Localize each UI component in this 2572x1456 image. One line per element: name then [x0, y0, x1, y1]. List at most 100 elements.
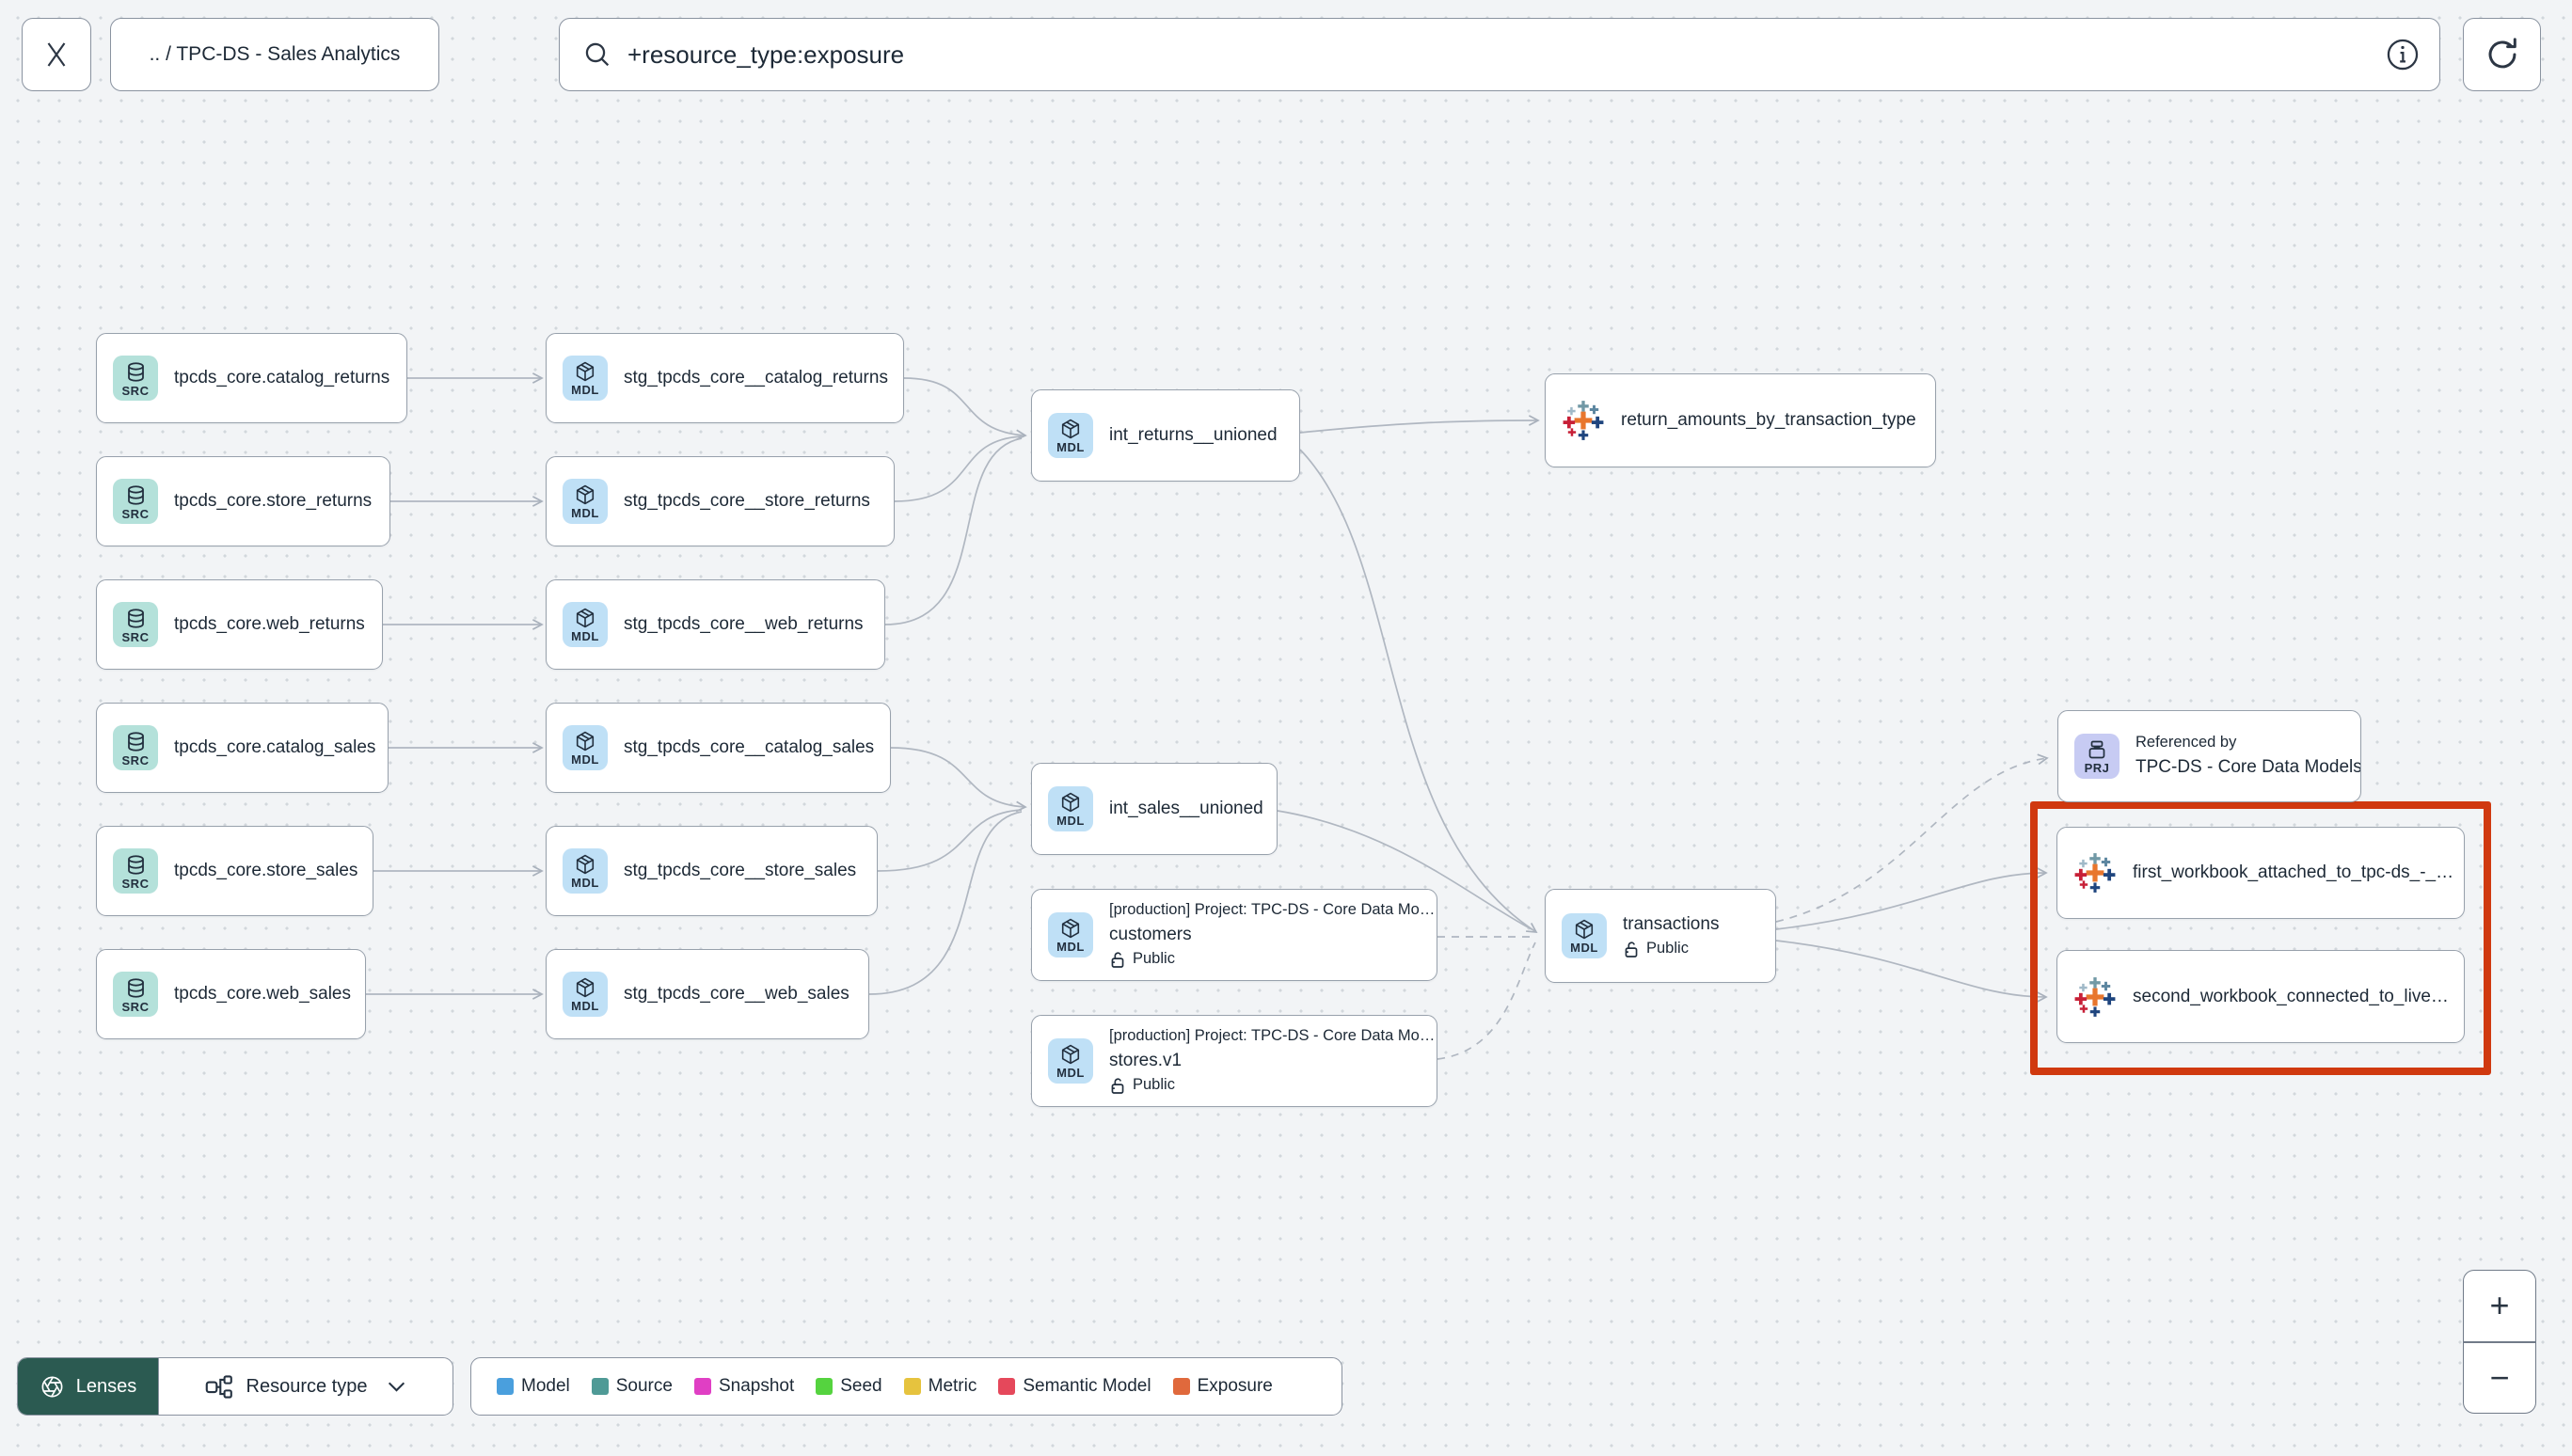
- src-badge: SRC: [113, 972, 158, 1017]
- legend-item-semantic-model: Semantic Model: [998, 1376, 1151, 1397]
- resource-type-icon: [204, 1374, 233, 1400]
- node-stg-store-returns[interactable]: MDL stg_tpcds_core__store_returns: [546, 456, 895, 546]
- breadcrumb-label: .. / TPC-DS - Sales Analytics: [149, 43, 401, 65]
- legend-label: Exposure: [1197, 1376, 1273, 1396]
- breadcrumb[interactable]: .. / TPC-DS - Sales Analytics: [110, 18, 439, 91]
- legend-label: Source: [615, 1376, 673, 1396]
- legend-item-exposure: Exposure: [1172, 1376, 1273, 1397]
- database-icon: [124, 730, 148, 753]
- legend-label: Metric: [928, 1376, 977, 1396]
- node-label: stg_tpcds_core__web_returns: [624, 614, 864, 635]
- zoom-in-button[interactable]: +: [2464, 1271, 2535, 1343]
- node-label: tpcds_core.web_returns: [174, 614, 365, 635]
- lens-controls: Lenses Resource type: [17, 1357, 453, 1416]
- mdl-badge: MDL: [1048, 413, 1093, 458]
- mdl-badge: MDL: [1562, 913, 1607, 958]
- mdl-badge: MDL: [1048, 912, 1093, 957]
- project-icon: [2086, 738, 2108, 761]
- legend-item-snapshot: Snapshot: [693, 1376, 795, 1397]
- legend-swatch: [1172, 1378, 1190, 1395]
- mdl-badge: MDL: [563, 972, 608, 1017]
- node-second-workbook[interactable]: second_workbook_connected_to_live…: [2056, 950, 2465, 1043]
- node-project-reference[interactable]: PRJ Referenced by TPC-DS - Core Data Model…: [2057, 710, 2361, 802]
- node-label: return_amounts_by_transaction_type: [1621, 410, 1916, 431]
- access-label: Public: [1646, 939, 1689, 957]
- node-label: TPC-DS - Core Data Models: [2135, 757, 2361, 778]
- resource-type-label: Resource type: [246, 1375, 368, 1397]
- refresh-button[interactable]: [2463, 18, 2541, 91]
- node-first-workbook[interactable]: first_workbook_attached_to_tpc-ds_-_…: [2056, 827, 2465, 919]
- legend-swatch: [497, 1378, 514, 1395]
- database-icon: [124, 607, 148, 630]
- node-src-store-returns[interactable]: SRC tpcds_core.store_returns: [96, 456, 390, 546]
- lenses-button[interactable]: Lenses: [18, 1358, 158, 1415]
- node-label: stores.v1: [1109, 1051, 1183, 1071]
- node-label: transactions: [1623, 914, 1720, 935]
- prj-badge: PRJ: [2074, 734, 2120, 779]
- legend-item-source: Source: [591, 1376, 673, 1397]
- zoom-out-button[interactable]: −: [2489, 1357, 2510, 1397]
- mdl-badge: MDL: [563, 479, 608, 524]
- access-label: Public: [1133, 1075, 1175, 1093]
- database-icon: [124, 976, 148, 1000]
- mdl-badge: MDL: [1048, 1038, 1093, 1084]
- node-label: tpcds_core.store_returns: [174, 491, 373, 512]
- cube-icon: [1059, 917, 1082, 940]
- src-badge: SRC: [113, 356, 158, 401]
- node-label: int_sales__unioned: [1109, 799, 1263, 819]
- node-label: second_workbook_connected_to_live…: [2133, 986, 2449, 1006]
- aperture-icon: [40, 1374, 65, 1400]
- node-context: Referenced by: [2135, 734, 2237, 752]
- database-icon: [124, 360, 148, 384]
- node-return-amounts-by-transaction-type[interactable]: return_amounts_by_transaction_type: [1545, 373, 1936, 467]
- src-badge: SRC: [113, 479, 158, 524]
- search-bar: [559, 18, 2440, 91]
- lenses-label: Lenses: [75, 1375, 137, 1397]
- cube-icon: [1059, 1043, 1082, 1066]
- node-label: stg_tpcds_core__store_returns: [624, 491, 870, 512]
- unlock-icon: [1109, 950, 1126, 969]
- search-input[interactable]: [627, 40, 2417, 70]
- cube-icon: [1573, 918, 1596, 941]
- node-label: stg_tpcds_core__catalog_returns: [624, 368, 888, 388]
- mdl-badge: MDL: [563, 356, 608, 401]
- src-badge: SRC: [113, 725, 158, 770]
- cube-icon: [1059, 791, 1082, 814]
- legend-item-metric: Metric: [903, 1376, 977, 1397]
- access-label: Public: [1133, 949, 1175, 967]
- mdl-badge: MDL: [563, 848, 608, 894]
- cube-icon: [574, 483, 596, 506]
- node-stg-catalog-returns[interactable]: MDL stg_tpcds_core__catalog_returns: [546, 333, 904, 423]
- legend-swatch: [998, 1378, 1016, 1395]
- database-icon: [124, 483, 148, 507]
- legend-swatch: [693, 1378, 711, 1395]
- cube-icon: [574, 976, 596, 999]
- node-src-catalog-sales[interactable]: SRC tpcds_core.catalog_sales: [96, 703, 389, 793]
- tableau-exposure-icon: [2073, 851, 2117, 894]
- resource-type-selector[interactable]: Resource type: [158, 1358, 452, 1415]
- access-row: Public: [1109, 950, 1421, 969]
- info-icon[interactable]: [2383, 35, 2422, 74]
- node-label: tpcds_core.catalog_sales: [174, 737, 376, 758]
- legend-label: Snapshot: [718, 1376, 795, 1396]
- cube-icon: [574, 607, 596, 629]
- tableau-exposure-icon: [1562, 399, 1605, 442]
- node-stores-v1[interactable]: MDL[production] Project: TPC-DS - Core D…: [1031, 1015, 1437, 1107]
- node-customers[interactable]: MDL[production] Project: TPC-DS - Core D…: [1031, 889, 1437, 981]
- cube-icon: [574, 853, 596, 876]
- close-button[interactable]: [22, 18, 91, 91]
